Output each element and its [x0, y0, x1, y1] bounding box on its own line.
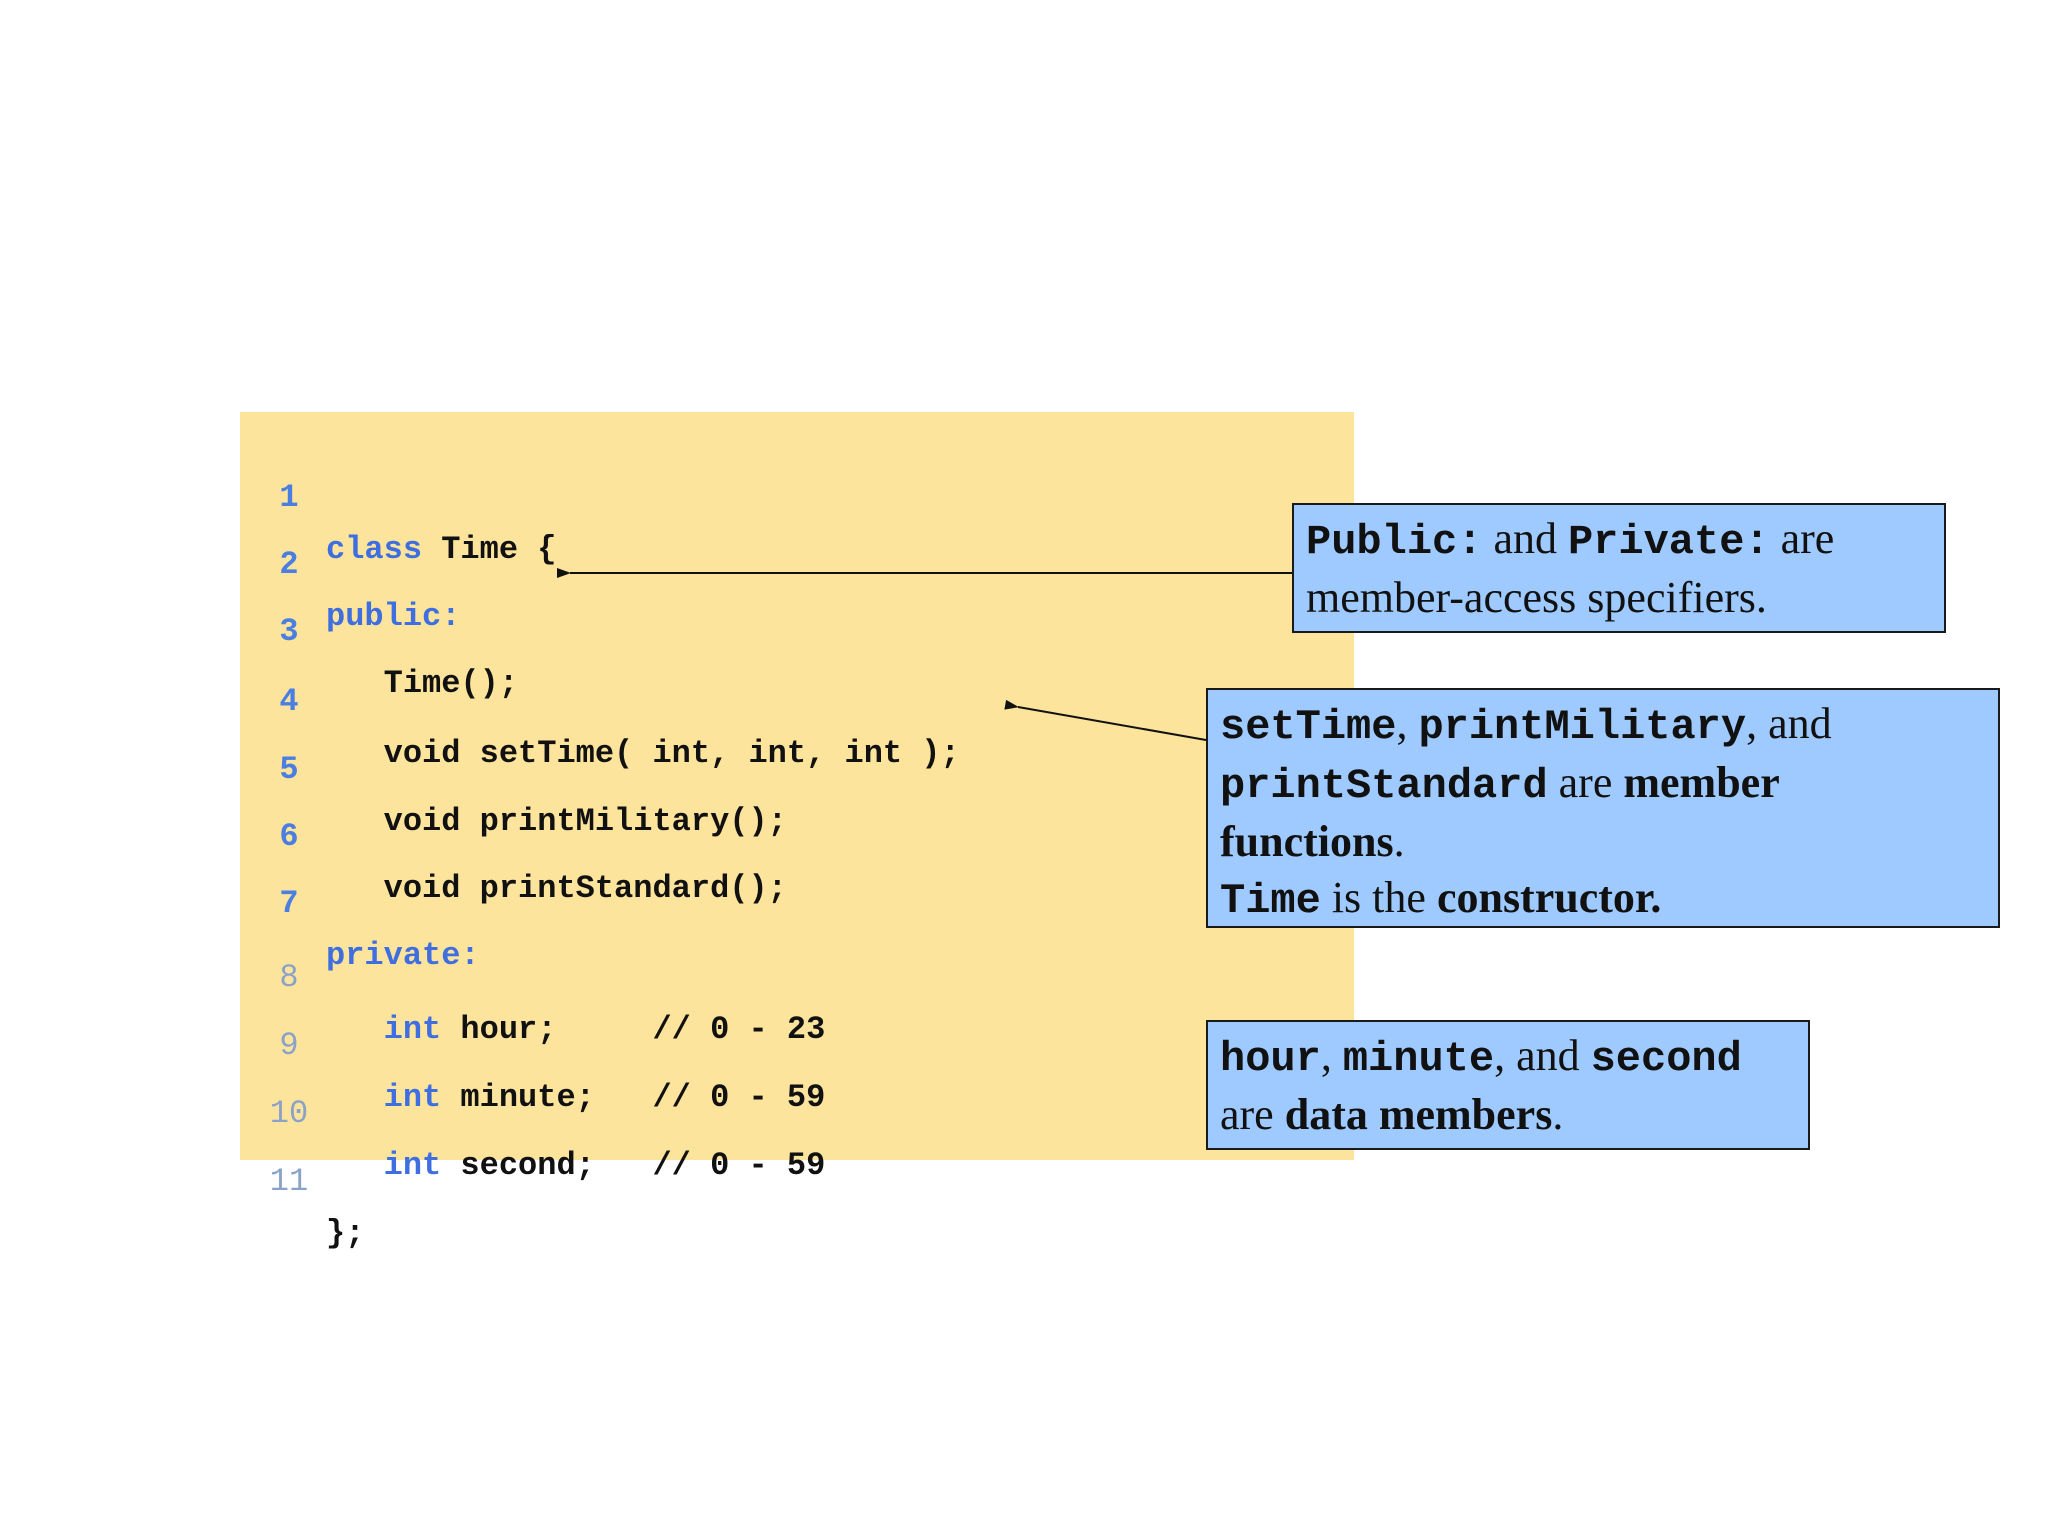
keyword: int	[326, 1079, 442, 1116]
keyword: public:	[326, 598, 461, 635]
code-text: void printMilitary();	[326, 803, 787, 840]
keyword: class	[326, 531, 423, 568]
code-text: void setTime( int, int, int );	[326, 735, 960, 772]
code-line: 4 void setTime( int, int, int );	[240, 624, 959, 772]
code-text: void printStandard();	[326, 870, 787, 907]
private-keyword: Private:	[1567, 518, 1770, 566]
line-number: 3	[279, 613, 299, 650]
public-keyword: Public:	[1306, 518, 1483, 566]
code-line: 3 Time();	[240, 554, 518, 702]
line-number: 9	[279, 1027, 299, 1064]
code-line: 10 int second; // 0 - 59	[240, 1036, 825, 1184]
line-number: 11	[269, 1163, 309, 1200]
code-text: Time {	[422, 531, 557, 568]
code-line: 2 public:	[240, 487, 460, 635]
line-number: 2	[279, 546, 299, 583]
keyword: private:	[326, 937, 480, 974]
access-specifiers-callout: Public: and Private: are member-access s…	[1292, 503, 1946, 633]
line-number: 6	[279, 818, 299, 855]
code-text: second; // 0 - 59	[441, 1147, 826, 1184]
keyword: int	[326, 1147, 442, 1184]
code-line: 6 void printStandard();	[240, 759, 786, 907]
code-text: Time();	[326, 665, 519, 702]
line-number: 1	[279, 479, 299, 516]
arrow-to-member-functions	[1004, 699, 1207, 741]
line-number: 4	[279, 683, 299, 720]
keyword: int	[326, 1011, 442, 1048]
code-line: 8 int hour; // 0 - 23	[240, 900, 825, 1048]
code-listing: 1 class Time { 2 public: 3 Time(); 4 voi…	[240, 412, 1354, 1252]
line-number: 7	[279, 885, 299, 922]
line-number: 8	[279, 959, 299, 996]
member-functions-callout: setTime, printMilitary, and printStandar…	[1206, 688, 2000, 928]
code-line: 9 int minute; // 0 - 59	[240, 968, 825, 1116]
data-members-callout: hour, minute, and second are data member…	[1206, 1020, 1810, 1150]
code-line: 7 private:	[240, 826, 479, 974]
code-line: 5 void printMilitary();	[240, 692, 786, 840]
code-text: };	[326, 1215, 365, 1252]
line-number: 5	[279, 751, 299, 788]
code-line: 11 };	[240, 1104, 365, 1252]
line-number: 10	[269, 1095, 309, 1132]
code-text: minute; // 0 - 59	[441, 1079, 826, 1116]
code-line: 1 class Time {	[240, 420, 556, 568]
code-text: hour; // 0 - 23	[441, 1011, 826, 1048]
